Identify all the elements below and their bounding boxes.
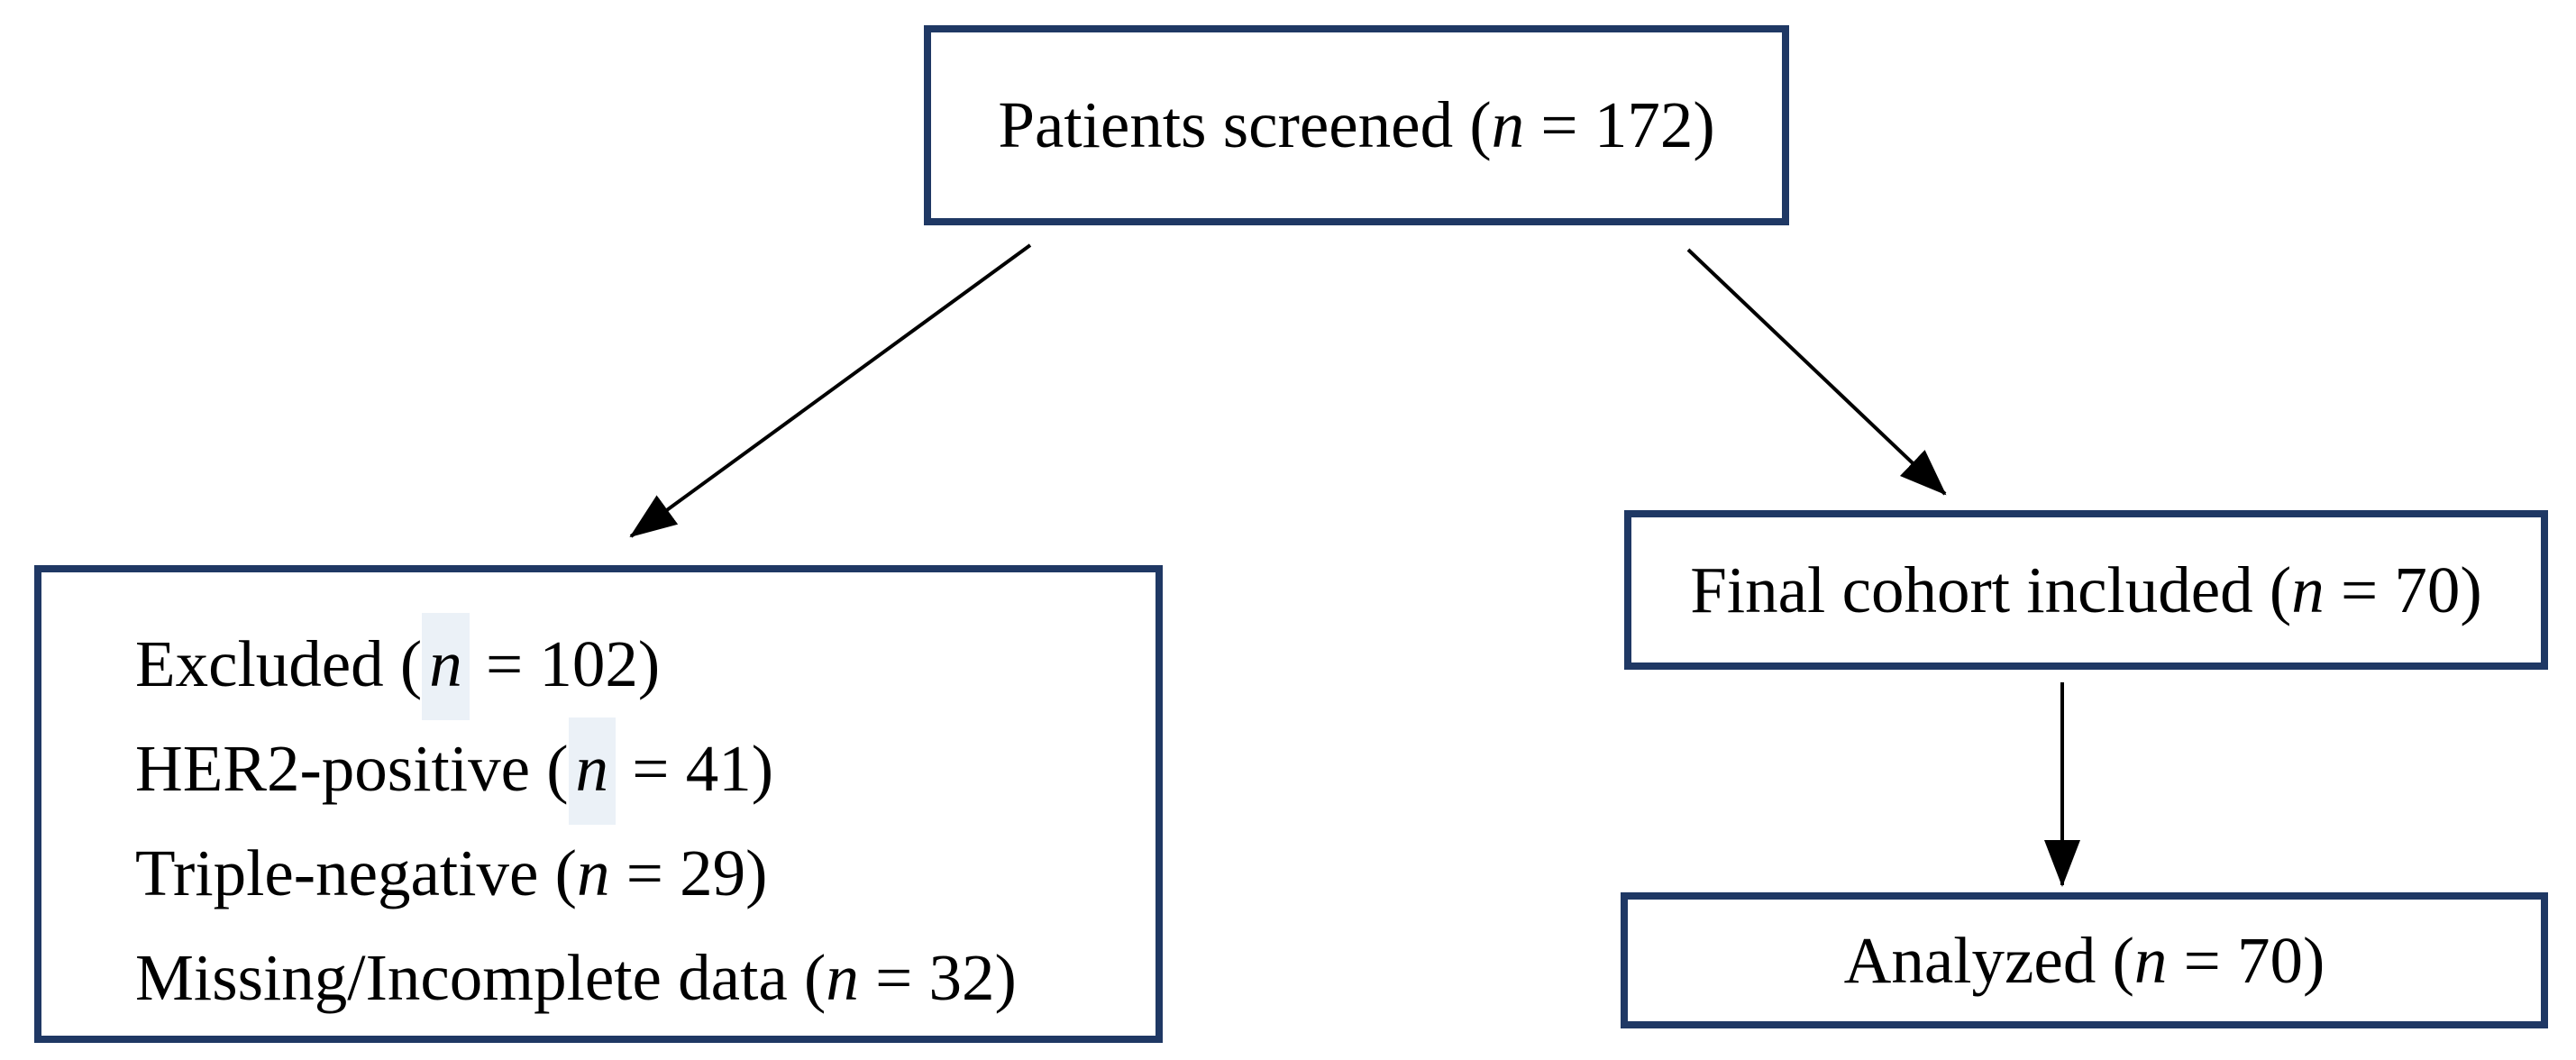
n-symbol: n <box>2133 923 2168 997</box>
patients-screened-label: Patients screened (n = 172) <box>998 87 1714 163</box>
excluded-line-3: Triple-negative (n = 29) <box>135 821 1156 926</box>
n-symbol: n <box>568 717 617 825</box>
n-symbol: n <box>576 836 610 909</box>
arrow-screened-to-final-cohort <box>1686 248 1947 496</box>
label-text: Excluded ( <box>135 627 423 700</box>
label-text: Analyzed ( <box>1843 923 2134 997</box>
excluded-line-1: Excluded (n = 102) <box>135 612 1156 720</box>
label-text: = 70) <box>2167 923 2325 997</box>
label-text: = 41) <box>616 732 774 805</box>
n-symbol: n <box>826 941 859 1014</box>
label-text: Triple-negative ( <box>135 836 577 909</box>
final-cohort-label: Final cohort included (n = 70) <box>1690 553 2481 628</box>
n-symbol: n <box>2291 553 2325 626</box>
box-patients-screened: Patients screened (n = 172) <box>924 25 1789 225</box>
n-symbol: n <box>1491 88 1525 161</box>
label-text: Patients screened ( <box>998 88 1492 161</box>
label-text: = 102) <box>469 627 661 700</box>
box-excluded: Excluded (n = 102) HER2-positive (n = 41… <box>34 565 1163 1043</box>
box-final-cohort: Final cohort included (n = 70) <box>1624 510 2548 670</box>
analyzed-label: Analyzed (n = 70) <box>1844 923 2325 999</box>
label-text: = 70) <box>2324 553 2482 626</box>
label-text: Final cohort included ( <box>1690 553 2292 626</box>
label-text: = 172) <box>1524 88 1715 161</box>
label-text: HER2-positive ( <box>135 732 569 805</box>
arrow-screened-to-excluded <box>629 243 1032 538</box>
excluded-line-4: Missing/Incomplete data (n = 32) <box>135 926 1156 1030</box>
label-text: Missing/Incomplete data ( <box>135 941 827 1014</box>
box-analyzed: Analyzed (n = 70) <box>1621 892 2548 1028</box>
excluded-line-2: HER2-positive (n = 41) <box>135 717 1156 825</box>
n-symbol: n <box>422 613 470 720</box>
label-text: = 29) <box>609 836 768 909</box>
label-text: = 32) <box>858 941 1017 1014</box>
